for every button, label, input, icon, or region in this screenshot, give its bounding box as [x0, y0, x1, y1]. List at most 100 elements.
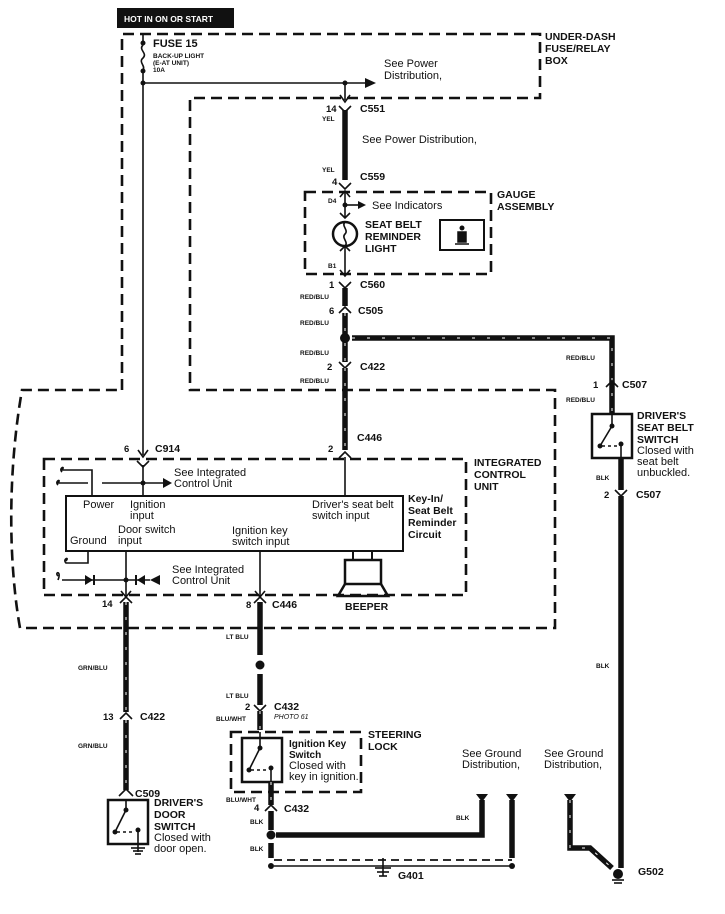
gauge-title-2: ASSEMBLY	[497, 201, 554, 213]
c507-top-label: C507	[622, 379, 647, 391]
icu-ignkey-input-2: switch input	[232, 536, 289, 548]
fuse-name: FUSE 15	[153, 38, 198, 50]
c914-pin: 6	[124, 444, 129, 455]
c446-top-label: C446	[357, 432, 382, 444]
ground-dist-3-icon	[564, 794, 576, 802]
g502-label: G502	[638, 866, 664, 878]
beeper-label: BEEPER	[345, 601, 389, 613]
under-dash-label-3: BOX	[545, 55, 568, 67]
blk-wire-right: BLK	[456, 815, 470, 822]
c507-bot-connector-icon	[614, 489, 628, 498]
seatbelt-switch-2: SEAT BELT	[637, 422, 694, 434]
seatbelt-switch-3: SWITCH	[637, 434, 678, 446]
door-switch-desc-2: door open.	[154, 843, 207, 855]
c507-top-pin: 1	[593, 380, 599, 391]
c560-connector-icon	[338, 281, 352, 290]
fuse-15	[140, 34, 146, 86]
fuse-unit: (E-AT UNIT)	[153, 60, 189, 67]
g401-label: G401	[398, 870, 424, 882]
arrow-right-icon	[163, 478, 172, 488]
c559-wire: YEL	[322, 167, 335, 174]
c432-top-label: C432	[274, 701, 299, 713]
icu-see-ref-1a: See Integrated	[174, 467, 246, 479]
seatbelt-switch-1: DRIVER'S	[637, 410, 686, 422]
see-power-dist-2: See Power Distribution,	[362, 134, 477, 146]
blk-wire-seatbelt: BLK	[596, 663, 610, 670]
c432-bot-label: C432	[284, 803, 309, 815]
c432-top-wire-below: BLU/WHT	[216, 716, 246, 723]
seatbelt-switch-desc-3: unbuckled.	[637, 467, 690, 479]
light-label-2: REMINDER	[365, 231, 421, 243]
c432-bot-connector-icon	[264, 803, 278, 812]
gauge-pin-d4: D4	[328, 198, 337, 205]
integrated-control-unit-outline	[42, 457, 468, 597]
gauge-pin-b1: B1	[328, 263, 337, 270]
door-switch-desc-1: Closed with	[154, 832, 211, 844]
icu-door-input-2: input	[118, 535, 142, 547]
c422-bot-wire-below: GRN/BLU	[78, 743, 108, 750]
c432-photo-ref: PHOTO 61	[274, 714, 309, 721]
icu-see-ref-1b: Control Unit	[174, 478, 232, 490]
c432-top-pin: 2	[245, 702, 250, 713]
icu-circuit-box	[65, 495, 404, 552]
gauge-title-1: GAUGE	[497, 189, 536, 201]
c505-pin: 6	[329, 306, 334, 317]
c551-pin: 14	[326, 104, 337, 115]
c505-connector-icon	[338, 305, 352, 314]
icu-title-1: INTEGRATED	[474, 457, 542, 469]
power-tap-2-icon	[56, 479, 88, 486]
ignition-key-switch-icon	[240, 732, 284, 784]
c422-top-wire-above: RED/BLU	[300, 350, 329, 357]
seat-belt-reminder-light-icon	[331, 220, 359, 248]
arrow-left-icon	[150, 575, 160, 585]
see-ground-2b: Distribution,	[544, 759, 602, 771]
c507-bot-wire: BLK	[596, 475, 610, 482]
arrow-right-icon	[365, 78, 376, 88]
c505-label: C505	[358, 305, 383, 317]
c507-bot-label: C507	[636, 489, 661, 501]
c432-bot-pin: 4	[254, 803, 260, 814]
c422-top-pin: 2	[327, 362, 332, 373]
door-switch-2: DOOR	[154, 809, 186, 821]
steering-lock-title-2: LOCK	[368, 741, 398, 753]
icu-see-ref-2b: Control Unit	[172, 575, 230, 587]
c560-pin: 1	[329, 280, 335, 291]
ignition-key-switch-1: Ignition Key	[289, 739, 347, 750]
seatbelt-switch-desc-2: seat belt	[637, 456, 679, 468]
power-tap-icon	[60, 466, 93, 496]
door-switch-1: DRIVER'S	[154, 797, 203, 809]
see-ground-2a: See Ground	[544, 748, 603, 760]
icu-seatbelt-input-2: switch input	[312, 510, 369, 522]
icu-see-ref-2a: See Integrated	[172, 564, 244, 576]
c422-bot-connector-icon	[119, 711, 133, 720]
g401-ground-icon	[375, 858, 391, 877]
c507-top-wire-below: RED/BLU	[566, 397, 595, 404]
ignition-key-switch-2: Switch	[289, 750, 321, 761]
c446-bot-wire: LT BLU	[226, 634, 249, 641]
arrow-right-icon	[358, 201, 366, 209]
c432-bot-wire-above: BLU/WHT	[226, 797, 256, 804]
c446-top-connector-icon	[338, 450, 352, 459]
c559-connector-icon	[338, 182, 352, 191]
steering-lock-outline	[229, 730, 363, 794]
c422-top-wire-below: RED/BLU	[300, 378, 329, 385]
see-ground-1a: See Ground	[462, 748, 521, 760]
c551-label: C551	[360, 103, 385, 115]
ground-dist-1-icon	[476, 794, 488, 802]
c509-label: C509	[135, 788, 160, 800]
banner-text: HOT IN ON OR START	[124, 14, 214, 24]
icu-ignition-input-2: input	[130, 510, 154, 522]
icu-title-3: UNIT	[474, 481, 499, 493]
driver-seat-belt-switch-icon	[590, 412, 634, 460]
c446-top-pin: 2	[328, 444, 333, 455]
ignition-key-desc-2: key in ignition.	[289, 771, 359, 783]
hot-in-on-or-start-banner: HOT IN ON OR START	[117, 8, 234, 28]
c446-bot-pin: 8	[246, 600, 251, 611]
icu-circuit-3: Reminder	[408, 517, 456, 529]
door-switch-3: SWITCH	[154, 821, 195, 833]
icu-ignition-input-1: Ignition	[130, 499, 165, 511]
c432-top-wire-above: LT BLU	[226, 693, 249, 700]
c432-top-connector-icon	[253, 704, 267, 713]
icu-ignkey-input-1: Ignition key	[232, 525, 288, 537]
